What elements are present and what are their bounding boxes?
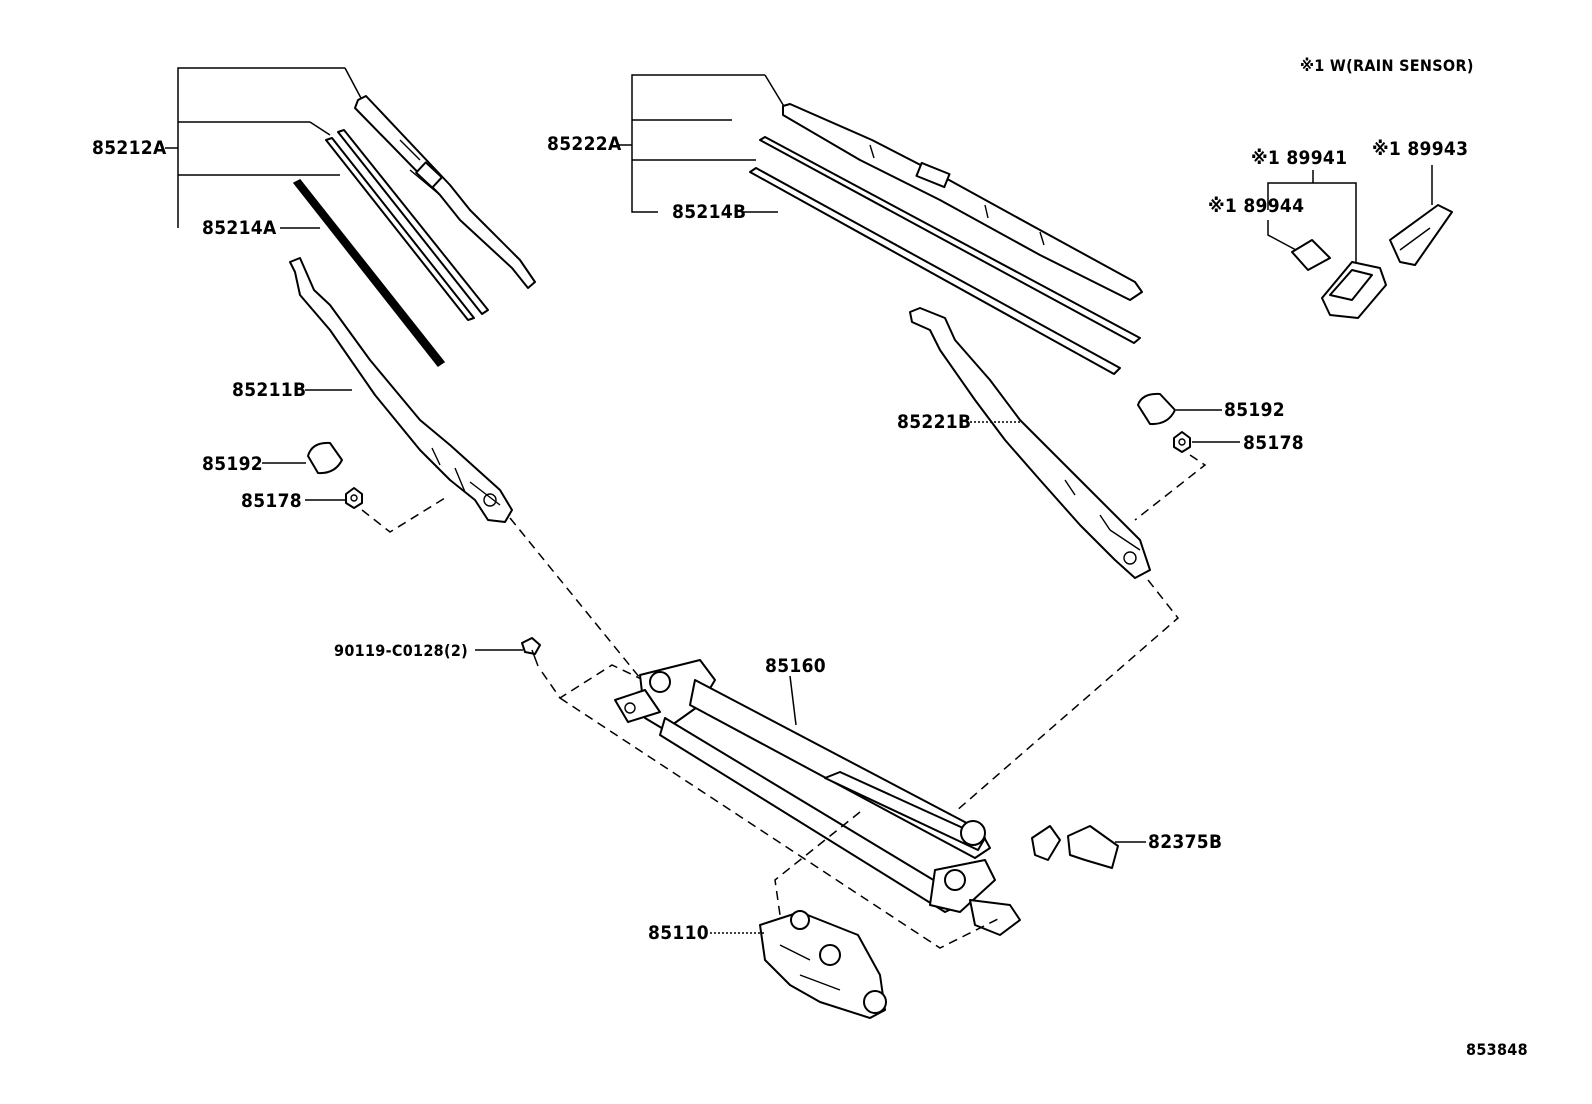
label-85212A[interactable]: 85212A xyxy=(92,137,167,159)
leader-85160 xyxy=(789,675,797,726)
label-89944[interactable]: ※1 89944 xyxy=(1208,195,1305,217)
label-85211B[interactable]: 85211B xyxy=(232,379,307,401)
diagram-id: 853848 xyxy=(1466,1040,1528,1059)
right-blade-rubber xyxy=(759,136,1141,344)
label-85214B[interactable]: 85214B xyxy=(672,201,747,223)
left-blade-rubber xyxy=(325,129,489,321)
right-wiper-blade xyxy=(782,103,1143,301)
dash-bolt xyxy=(541,664,661,700)
label-89941[interactable]: ※1 89941 xyxy=(1251,147,1348,169)
rain-sensor-unit xyxy=(1321,261,1387,319)
wiper-motor xyxy=(759,910,887,1019)
wiper-linkage xyxy=(614,659,1021,936)
dash-left-nut xyxy=(361,497,446,533)
label-85214A[interactable]: 85214A xyxy=(202,217,277,239)
right-nut xyxy=(1173,431,1191,453)
label-85221B[interactable]: 85221B xyxy=(897,411,972,433)
left-blade-refill xyxy=(292,179,446,368)
dash-lower xyxy=(559,697,1001,949)
label-85192-right[interactable]: 85192 xyxy=(1224,399,1285,421)
rain-sensor-note: ※1 W(RAIN SENSOR) xyxy=(1300,56,1474,75)
left-nut xyxy=(345,487,363,509)
label-89943[interactable]: ※1 89943 xyxy=(1372,138,1469,160)
dash-right-arm xyxy=(954,579,1180,813)
dash-left-arm xyxy=(509,517,641,679)
leader-85212A xyxy=(165,67,363,228)
label-85110[interactable]: 85110 xyxy=(648,922,709,944)
label-85192-left[interactable]: 85192 xyxy=(202,453,263,475)
left-wiper-blade xyxy=(354,95,536,289)
label-82375B[interactable]: 82375B xyxy=(1148,831,1223,853)
right-blade-refill xyxy=(749,167,1121,375)
dash-motor xyxy=(774,811,861,916)
left-cap xyxy=(307,441,343,475)
bolt-90119 xyxy=(521,637,541,667)
leader-85222A xyxy=(618,74,786,213)
rain-sensor-cover xyxy=(1389,204,1453,266)
right-cap xyxy=(1137,392,1176,426)
dash-right-nut xyxy=(1134,454,1207,521)
label-85178-left[interactable]: 85178 xyxy=(241,490,302,512)
rain-sensor-pad xyxy=(1291,239,1331,271)
label-85222A[interactable]: 85222A xyxy=(547,133,622,155)
label-85160[interactable]: 85160 xyxy=(765,655,826,677)
left-wiper-arm xyxy=(289,257,513,523)
connector-82375B xyxy=(1031,825,1119,869)
leader-89944 xyxy=(1267,220,1297,251)
right-wiper-arm xyxy=(909,307,1151,579)
leader-89941 xyxy=(1267,170,1357,265)
label-90119[interactable]: 90119-C0128(2) xyxy=(334,641,469,660)
label-85178-right[interactable]: 85178 xyxy=(1243,432,1304,454)
